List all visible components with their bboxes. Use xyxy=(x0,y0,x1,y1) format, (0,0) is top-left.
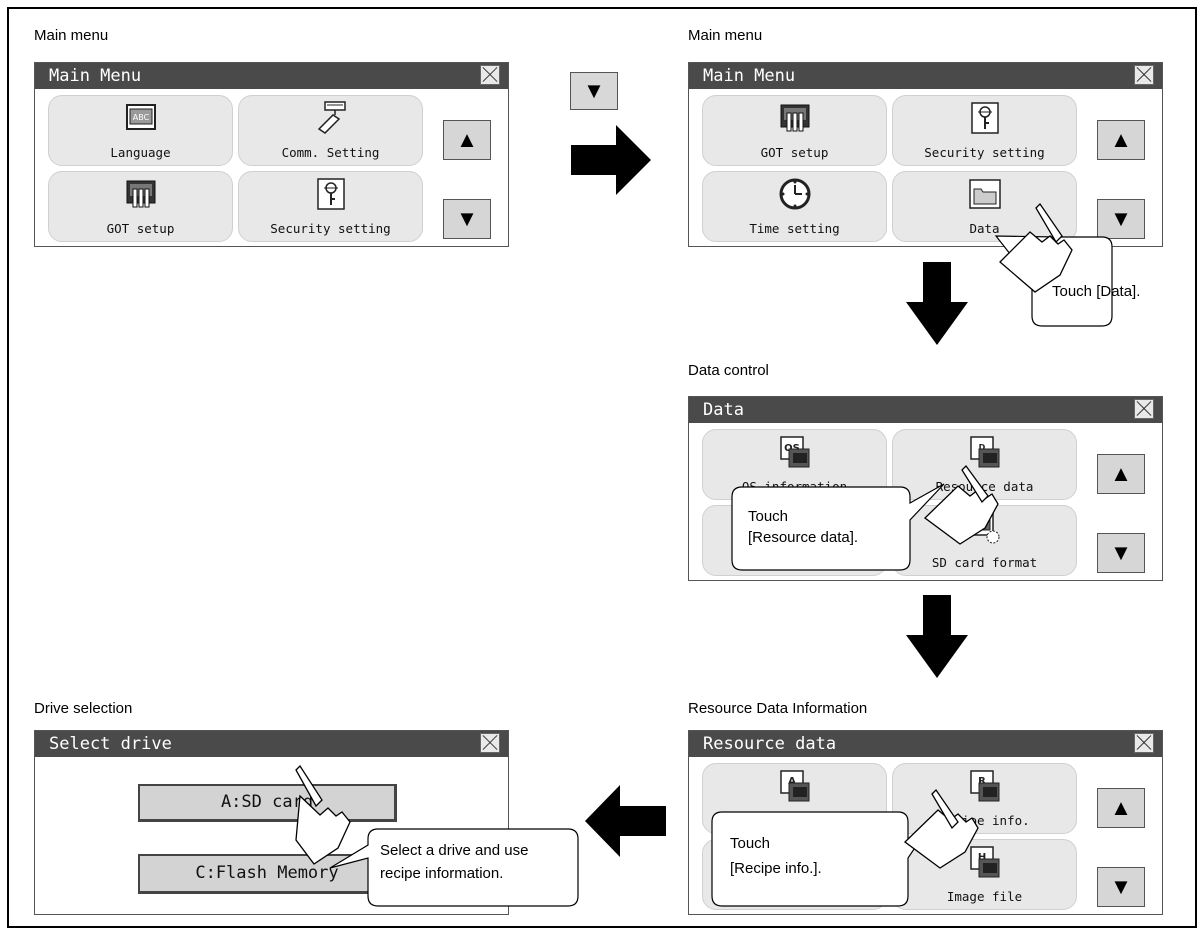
down-arrow-icon xyxy=(906,595,968,678)
clock-icon xyxy=(779,178,810,210)
menu-tile-data[interactable]: Data xyxy=(892,171,1077,242)
menu-tile-label: Security setting xyxy=(924,145,1045,160)
got-setup-icon xyxy=(126,180,155,208)
callout-text-line2: [Resource data]. xyxy=(748,529,859,546)
callout-text: Touch [Data]. xyxy=(1052,283,1141,300)
step3-caption: Data control xyxy=(688,362,769,379)
callout-text-line2: recipe information. xyxy=(380,865,504,882)
menu-tile-time-setting[interactable]: Time setting xyxy=(702,171,887,242)
menu-tile-label: Security setting xyxy=(270,221,391,236)
callout-bubble xyxy=(711,811,936,907)
down-arrow-icon: ▼ xyxy=(1110,206,1132,231)
menu-tile-label: Image file xyxy=(946,889,1023,904)
step1-caption: Main menu xyxy=(34,27,109,44)
menu-tile-label: Time setting xyxy=(749,221,840,236)
got-setup-icon xyxy=(780,104,809,132)
menu-tile-label: GOT setup xyxy=(106,221,175,236)
menu-tile-label: Comm. Setting xyxy=(281,145,380,160)
scroll-down-hint-button: ▼ xyxy=(570,72,618,110)
drive-c-button[interactable]: C:Flash Memory xyxy=(138,854,397,894)
main-menu-panel-2: Main Menu GOT setup Security setting Tim… xyxy=(688,62,1163,247)
menu-tile-comm-setting[interactable]: Comm. Setting xyxy=(238,95,423,166)
resource-data-icon: D xyxy=(969,436,999,468)
alarm-file-icon: A xyxy=(779,770,809,802)
window-title: Data xyxy=(689,397,1162,423)
hand-pointer-icon xyxy=(295,764,351,865)
scroll-down-button[interactable]: ▼ xyxy=(1097,533,1145,573)
callout-text-line2: [Recipe info.]. xyxy=(730,860,822,877)
down-arrow-icon xyxy=(906,262,968,345)
menu-tile-security-setting[interactable]: Security setting xyxy=(238,171,423,242)
hand-pointer-icon xyxy=(999,202,1073,293)
menu-tile-got-setup[interactable]: GOT setup xyxy=(48,171,233,242)
security-key-icon xyxy=(316,178,345,210)
menu-tile-label: Language xyxy=(110,145,171,160)
close-icon[interactable] xyxy=(1134,733,1154,753)
scroll-down-button[interactable]: ▼ xyxy=(1097,867,1145,907)
window-title: Main Menu xyxy=(689,63,1162,89)
menu-tile-resource-data[interactable]: D Resource data xyxy=(892,429,1077,500)
callout-text-line1: Select a drive and use xyxy=(380,842,529,859)
down-arrow-icon: ▼ xyxy=(1110,874,1132,899)
image-file-icon: H xyxy=(969,846,999,878)
svg-text:H: H xyxy=(977,852,985,863)
up-arrow-icon: ▲ xyxy=(1110,127,1132,152)
left-arrow-icon xyxy=(585,785,666,857)
close-icon[interactable] xyxy=(1134,399,1154,419)
close-icon[interactable] xyxy=(480,65,500,85)
step2-caption: Main menu xyxy=(688,27,763,44)
up-arrow-icon: ▲ xyxy=(1110,461,1132,486)
drive-a-button[interactable]: A:SD card xyxy=(138,784,397,822)
main-menu-panel-1: Main Menu ABC Language Comm. Setting GOT… xyxy=(34,62,509,247)
menu-tile-label: SD card format xyxy=(931,555,1038,570)
window-title: Main Menu xyxy=(35,63,508,89)
scroll-up-button[interactable]: ▲ xyxy=(443,120,491,160)
svg-text:R: R xyxy=(978,776,986,787)
scroll-up-button[interactable]: ▲ xyxy=(1097,120,1145,160)
svg-text:A: A xyxy=(788,776,796,787)
down-arrow-icon: ▼ xyxy=(583,78,605,103)
up-arrow-icon: ▲ xyxy=(1110,795,1132,820)
menu-tile-label: Data xyxy=(969,221,1000,236)
menu-tile-language[interactable]: ABC Language xyxy=(48,95,233,166)
callout-bubble xyxy=(329,828,579,907)
callout-text-line1: Touch xyxy=(730,835,771,852)
os-icon: OS xyxy=(779,436,809,468)
svg-text:D: D xyxy=(978,443,985,452)
scroll-up-button[interactable]: ▲ xyxy=(1097,788,1145,828)
window-title: Resource data xyxy=(689,731,1162,757)
down-arrow-icon: ▼ xyxy=(456,206,478,231)
comm-setting-icon xyxy=(317,101,346,134)
scroll-up-button[interactable]: ▲ xyxy=(1097,454,1145,494)
callout-text-line1: Touch xyxy=(748,508,789,525)
hand-pointer-icon xyxy=(903,788,979,869)
right-arrow-icon xyxy=(571,125,651,195)
language-icon: ABC xyxy=(125,104,156,130)
menu-tile-recipe-info[interactable]: R Recipe info. xyxy=(892,763,1077,834)
folder-icon xyxy=(968,179,1001,209)
close-icon[interactable] xyxy=(480,733,500,753)
close-icon[interactable] xyxy=(1134,65,1154,85)
menu-tile-label: GOT setup xyxy=(760,145,829,160)
menu-tile-security-setting[interactable]: Security setting xyxy=(892,95,1077,166)
callout-bubble xyxy=(731,483,945,571)
diagram-frame xyxy=(7,7,1197,928)
step4-caption: Resource Data Information xyxy=(688,700,868,717)
step5-caption: Drive selection xyxy=(34,700,133,717)
security-key-icon xyxy=(970,102,999,134)
window-title: Select drive xyxy=(35,731,508,757)
recipe-icon: R xyxy=(969,770,999,802)
scroll-down-button[interactable]: ▼ xyxy=(443,199,491,239)
svg-text:ABC: ABC xyxy=(132,113,149,122)
down-arrow-icon: ▼ xyxy=(1110,540,1132,565)
scroll-down-button[interactable]: ▼ xyxy=(1097,199,1145,239)
up-arrow-icon: ▲ xyxy=(456,127,478,152)
menu-tile-got-setup[interactable]: GOT setup xyxy=(702,95,887,166)
hand-pointer-icon xyxy=(923,465,999,545)
